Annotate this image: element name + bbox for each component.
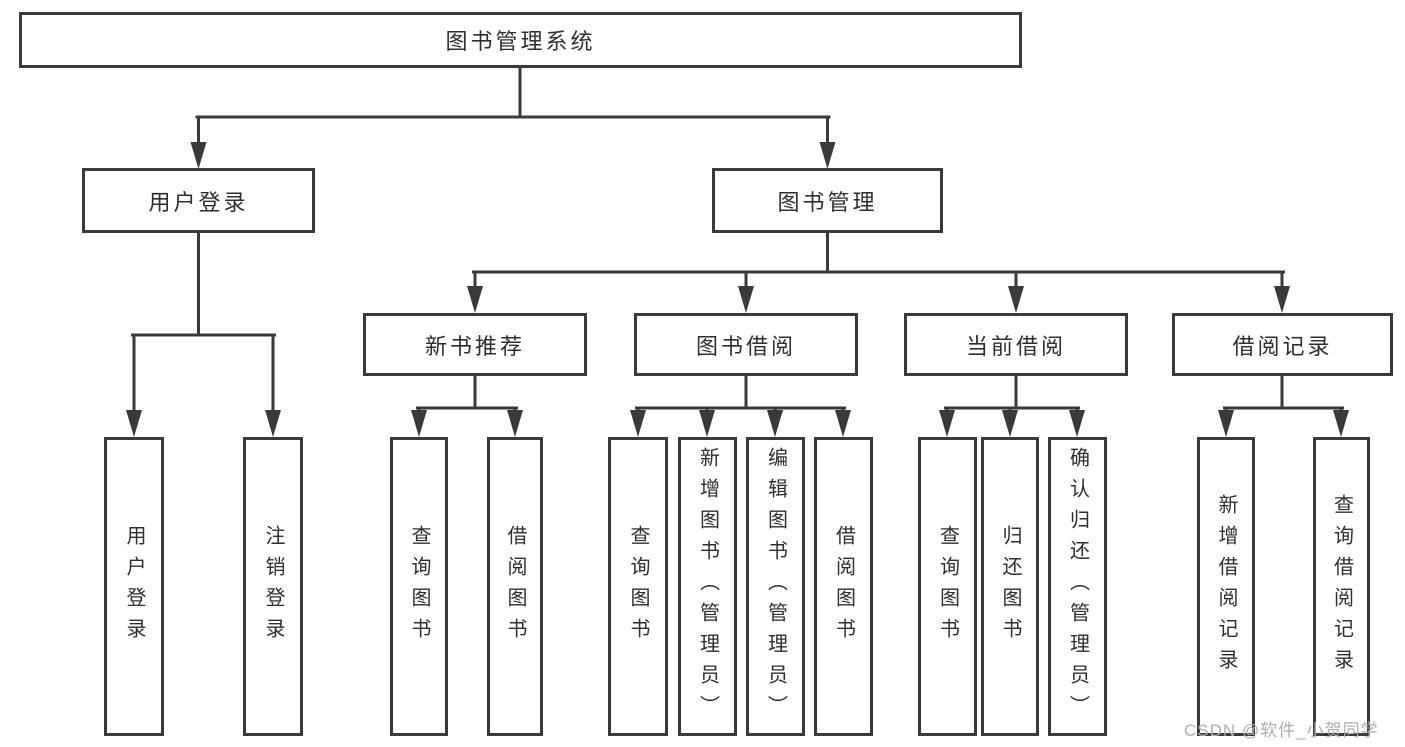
node-root: 图书管理系统 <box>19 12 1022 68</box>
leaf-logout-label: 注销登录 <box>262 524 284 649</box>
leaf-user-login: 用户登录 <box>104 437 164 736</box>
leaf-borrow-books-label: 借阅图书 <box>832 524 855 649</box>
leaf-query-borrow-record-label: 查询借阅记录 <box>1330 493 1353 680</box>
node-user-login-label: 用户登录 <box>148 189 249 215</box>
node-current-borrow-label: 当前借阅 <box>965 333 1066 359</box>
leaf-add-borrow-record: 新增借阅记录 <box>1197 437 1255 736</box>
node-root-label: 图书管理系统 <box>445 29 596 54</box>
leaf-logout: 注销登录 <box>243 437 303 736</box>
leaf-query-books-current-label: 查询图书 <box>936 524 959 649</box>
leaf-confirm-return-admin: 确认归还（管理员） <box>1048 437 1107 736</box>
csdn-watermark: CSDN @软件_小贺同学 <box>1184 721 1379 740</box>
leaf-query-borrow-record: 查询借阅记录 <box>1313 437 1370 736</box>
node-borrow-records: 借阅记录 <box>1172 313 1393 376</box>
leaf-query-books-borrow: 查询图书 <box>608 437 668 736</box>
leaf-query-books-recommend: 查询图书 <box>390 437 448 736</box>
leaf-return-books-label: 归还图书 <box>999 524 1021 649</box>
leaf-edit-books-admin: 编辑图书（管理员） <box>746 437 805 736</box>
leaf-add-books-admin-label: 新增图书（管理员） <box>696 447 719 726</box>
node-book-borrow-label: 图书借阅 <box>695 333 796 359</box>
node-user-login: 用户登录 <box>82 168 315 233</box>
node-borrow-records-label: 借阅记录 <box>1232 333 1333 359</box>
leaf-edit-books-admin-label: 编辑图书（管理员） <box>764 447 787 726</box>
leaf-query-books-recommend-label: 查询图书 <box>408 524 430 649</box>
arrowheads <box>126 142 1349 437</box>
leaf-borrow-books-recommend: 借阅图书 <box>487 437 543 736</box>
leaf-return-books: 归还图书 <box>981 437 1039 736</box>
leaf-user-login-label: 用户登录 <box>123 524 145 649</box>
leaf-add-books-admin: 新增图书（管理员） <box>678 437 737 736</box>
leaf-confirm-return-admin-label: 确认归还（管理员） <box>1066 447 1089 726</box>
node-book-borrow: 图书借阅 <box>634 313 858 376</box>
leaf-borrow-books: 借阅图书 <box>814 437 873 736</box>
node-current-borrow: 当前借阅 <box>904 313 1128 376</box>
leaf-add-borrow-record-label: 新增借阅记录 <box>1215 493 1237 680</box>
leaf-borrow-books-recommend-label: 借阅图书 <box>504 524 526 649</box>
node-new-book-recommend-label: 新书推荐 <box>424 333 525 359</box>
node-new-book-recommend: 新书推荐 <box>363 313 587 376</box>
node-book-management: 图书管理 <box>712 168 943 233</box>
leaf-query-books-borrow-label: 查询图书 <box>627 524 649 649</box>
leaf-query-books-current: 查询图书 <box>918 437 977 736</box>
node-book-management-label: 图书管理 <box>777 189 878 215</box>
